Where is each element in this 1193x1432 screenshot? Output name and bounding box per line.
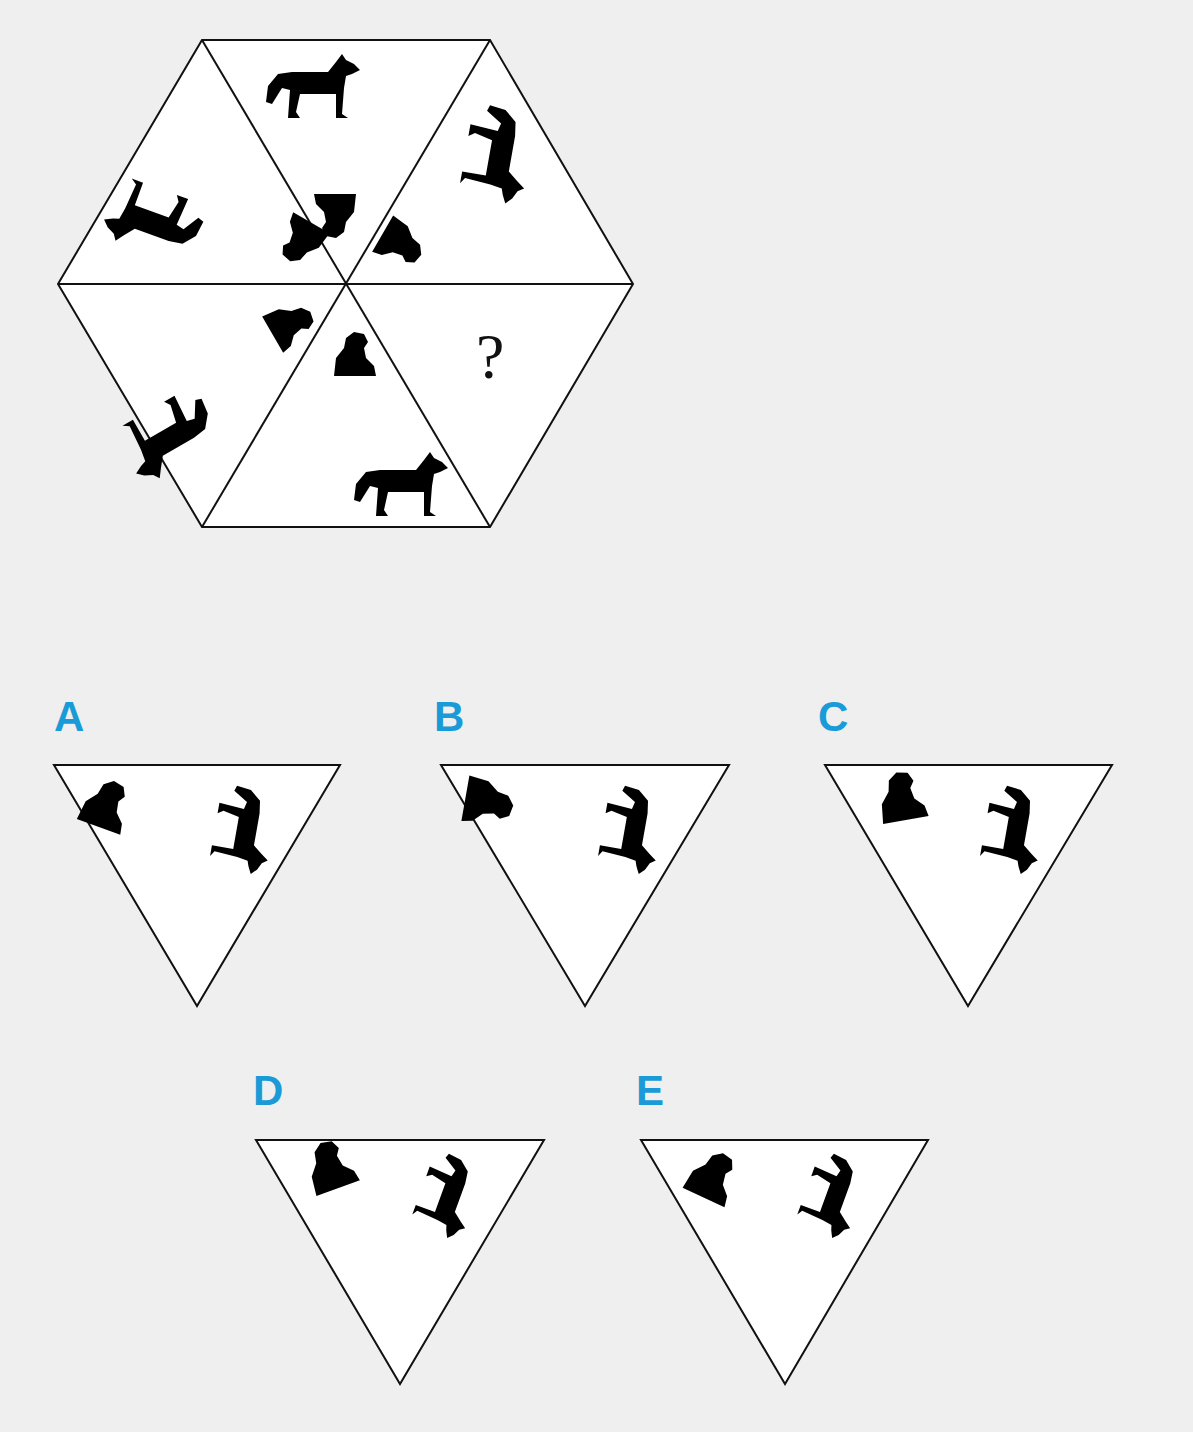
- hexagon: [58, 40, 633, 527]
- option-letter: A: [54, 696, 84, 738]
- option-figures: [77, 768, 1050, 1242]
- question-mark: ?: [476, 325, 504, 389]
- option-triangles: [54, 765, 1112, 1384]
- dog-figures: [99, 54, 538, 516]
- option-letter: D: [253, 1070, 283, 1112]
- option-letter: E: [636, 1070, 664, 1112]
- option-letter: B: [434, 696, 464, 738]
- option-letter: C: [818, 696, 848, 738]
